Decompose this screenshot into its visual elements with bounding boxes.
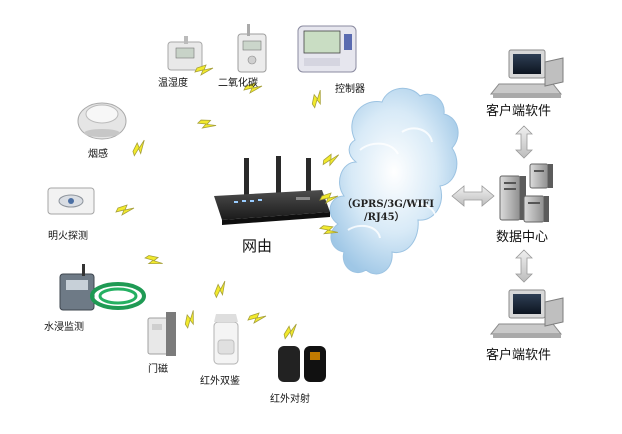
- cloud-network-label: （GPRS/3G/WIFI /RJ45）: [342, 198, 434, 224]
- cloud-line-1: （GPRS/3G/WIFI: [342, 199, 435, 210]
- cloud-datacenter-arrow: [451, 185, 495, 207]
- flame-detector-icon: [47, 187, 95, 215]
- water-leak-sensor-icon: [59, 264, 146, 311]
- door-magnet-icon: [147, 312, 176, 356]
- label-controller: 控制器: [335, 84, 365, 95]
- server-icon: [499, 163, 553, 223]
- label-client-top: 客户端软件: [486, 104, 552, 119]
- label-router: 网由: [242, 237, 273, 255]
- label-co2: 二氧化碳: [218, 78, 258, 89]
- client-computer-bottom-icon: [489, 289, 564, 338]
- ir-dual-detector-icon: [213, 314, 239, 365]
- humidity-sensor-icon: [167, 36, 203, 71]
- label-flame: 明火探测: [48, 231, 88, 242]
- smoke-detector-icon: [77, 102, 127, 140]
- label-humidity: 温湿度: [158, 78, 188, 89]
- cloud-line-2: /RJ45）: [364, 212, 405, 223]
- label-client-bottom: 客户端软件: [486, 348, 552, 363]
- label-door: 门磁: [148, 364, 168, 375]
- ir-beam-detector-icon: [278, 346, 326, 382]
- label-datacenter: 数据中心: [496, 230, 549, 245]
- controller-icon: [297, 25, 357, 73]
- co2-sensor-icon: [237, 24, 267, 73]
- label-smoke: 烟感: [88, 149, 108, 160]
- network-cloud: [329, 87, 459, 275]
- label-ir-beam: 红外对射: [270, 394, 310, 405]
- router-icon: [214, 156, 330, 225]
- bottom-client-arrow: [515, 249, 533, 283]
- top-client-arrow: [515, 125, 533, 159]
- label-water: 水浸监测: [44, 322, 84, 333]
- client-computer-top-icon: [489, 49, 564, 98]
- label-ir-dual: 红外双鉴: [200, 376, 240, 387]
